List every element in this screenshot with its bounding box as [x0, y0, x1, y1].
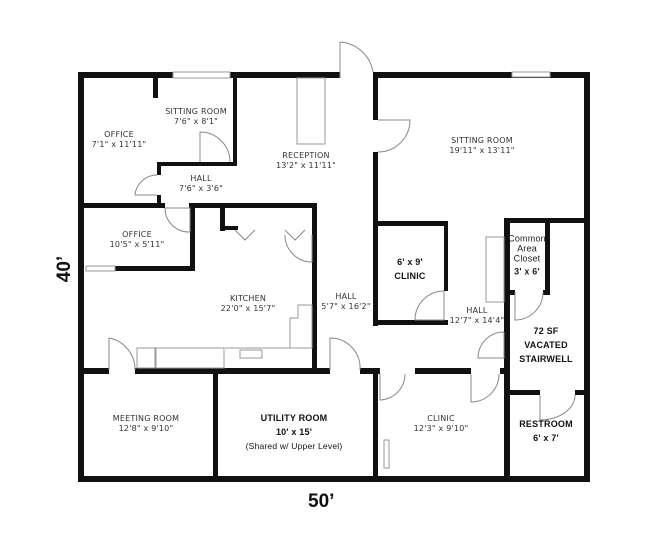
room-restroom: RESTROOM 6' x 7' [519, 417, 573, 445]
room-name: Area [517, 243, 537, 254]
room-size: 7'1" x 11'11" [91, 140, 147, 149]
counter [485, 236, 505, 303]
room-size: 12'7" x 14'4" [449, 316, 505, 325]
doors [108, 41, 576, 421]
room-name: Closet [513, 253, 541, 264]
room-name: CLINIC [394, 271, 426, 281]
windows [85, 71, 551, 272]
fixtures [136, 77, 505, 469]
room-size: 12'3" x 9'10" [413, 424, 469, 433]
room-size: 6' x 9' [397, 257, 423, 267]
room-size: 7'6" x 8'1" [173, 117, 219, 126]
room-size: 10'5" x 5'11" [109, 240, 165, 249]
room-size: 3' x 6' [514, 266, 540, 277]
room-name: KITCHEN [229, 294, 267, 303]
room-size: 12'8" x 9'10" [118, 424, 174, 433]
room-size: 7'6" x 3'6" [178, 184, 224, 193]
room-name: STAIRWELL [519, 354, 573, 364]
room-size: 22'0" x 15'7" [220, 304, 276, 313]
width-dimension: 50’ [308, 491, 335, 512]
room-name: 72 SF [533, 326, 559, 336]
room-name: VACATED [524, 340, 568, 350]
room-size: 6' x 7' [533, 433, 559, 443]
room-name: UTILITY ROOM [260, 413, 328, 423]
room-name: RESTROOM [519, 419, 573, 429]
room-utility: UTILITY ROOM 10' x 15' (Shared w/ Upper Le… [246, 411, 343, 453]
room-name: OFFICE [122, 230, 152, 239]
room-name: SITTING ROOM [165, 107, 227, 116]
room-name: SITTING ROOM [451, 136, 513, 145]
room-name: OFFICE [104, 130, 134, 139]
room-clinic-small: 6' x 9' CLINIC [394, 255, 425, 283]
room-name: RECEPTION [282, 151, 330, 160]
sink [239, 349, 263, 359]
room-size: 5'7" x 16'2" [321, 302, 371, 311]
room-stairwell: 72 SF VACATED STAIRWELL [519, 324, 572, 366]
room-name: HALL [190, 174, 212, 183]
room-name: MEETING ROOM [112, 414, 180, 423]
room-name: Common [508, 233, 546, 244]
room-size: 13'2" x 11'11" [275, 161, 337, 170]
reception-desk [296, 77, 326, 145]
height-dimension: 40’ [54, 255, 76, 283]
room-size: 10' x 15' [275, 427, 313, 437]
room-name: CLINIC [427, 414, 455, 423]
walls [78, 72, 590, 482]
room-note: (Shared w/ Upper Level) [245, 441, 343, 451]
room-size: 19'11" x 13'11" [449, 146, 515, 155]
room-name: HALL [335, 292, 357, 301]
room-name: HALL [466, 306, 488, 315]
